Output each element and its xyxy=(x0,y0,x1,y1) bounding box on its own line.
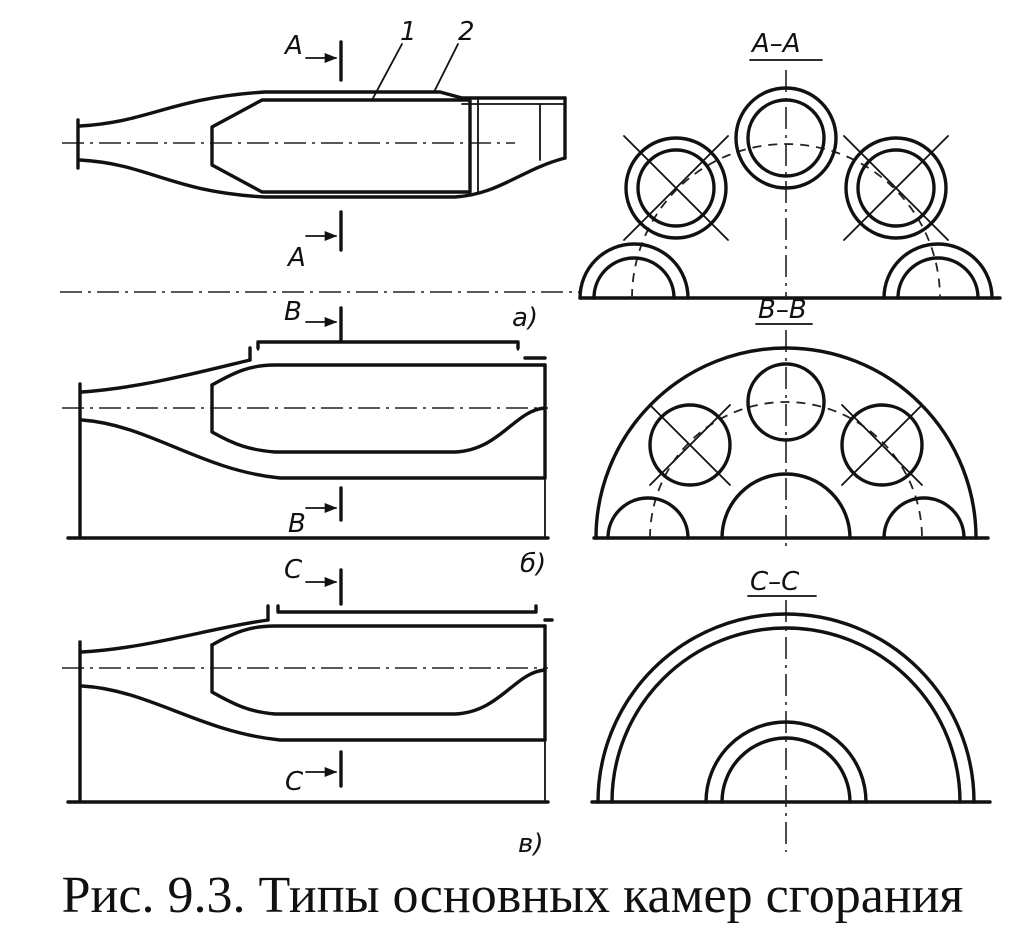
panel-a-cut-bottom-label: A xyxy=(286,243,306,273)
panel-b-cut-top-label: B xyxy=(284,297,302,327)
panel-b-section-view: B–B xyxy=(592,295,990,548)
figure-caption: Рис. 9.3. Типы основных камер сгорания xyxy=(61,867,964,924)
panel-a-section-view: A–A xyxy=(578,29,1002,300)
panel-c-sub-label: в) xyxy=(518,829,543,859)
panel-c-section-view: C–C xyxy=(590,567,992,852)
panel-b-section-label: B–B xyxy=(758,295,807,325)
panel-c-cut-top-label: C xyxy=(284,555,303,585)
panel-a-side-view: A A 1 2 а) xyxy=(60,17,580,333)
panel-a-section-label: A–A xyxy=(750,29,801,59)
panel-c-section-label: C–C xyxy=(750,567,800,597)
callout-2-label: 2 xyxy=(458,17,475,47)
panel-b-side-view: B B б) xyxy=(62,297,550,579)
callout-1-label: 1 xyxy=(400,17,417,47)
panel-b-sub-label: б) xyxy=(520,549,546,579)
panel-c-cut-bottom-label: C xyxy=(285,767,304,797)
panel-b-cut-bottom-label: B xyxy=(288,509,306,539)
panel-a-sub-label: а) xyxy=(512,303,538,333)
panel-a-cut-top-label: A xyxy=(283,31,303,61)
panel-c-side-view: C C в) xyxy=(62,555,554,859)
